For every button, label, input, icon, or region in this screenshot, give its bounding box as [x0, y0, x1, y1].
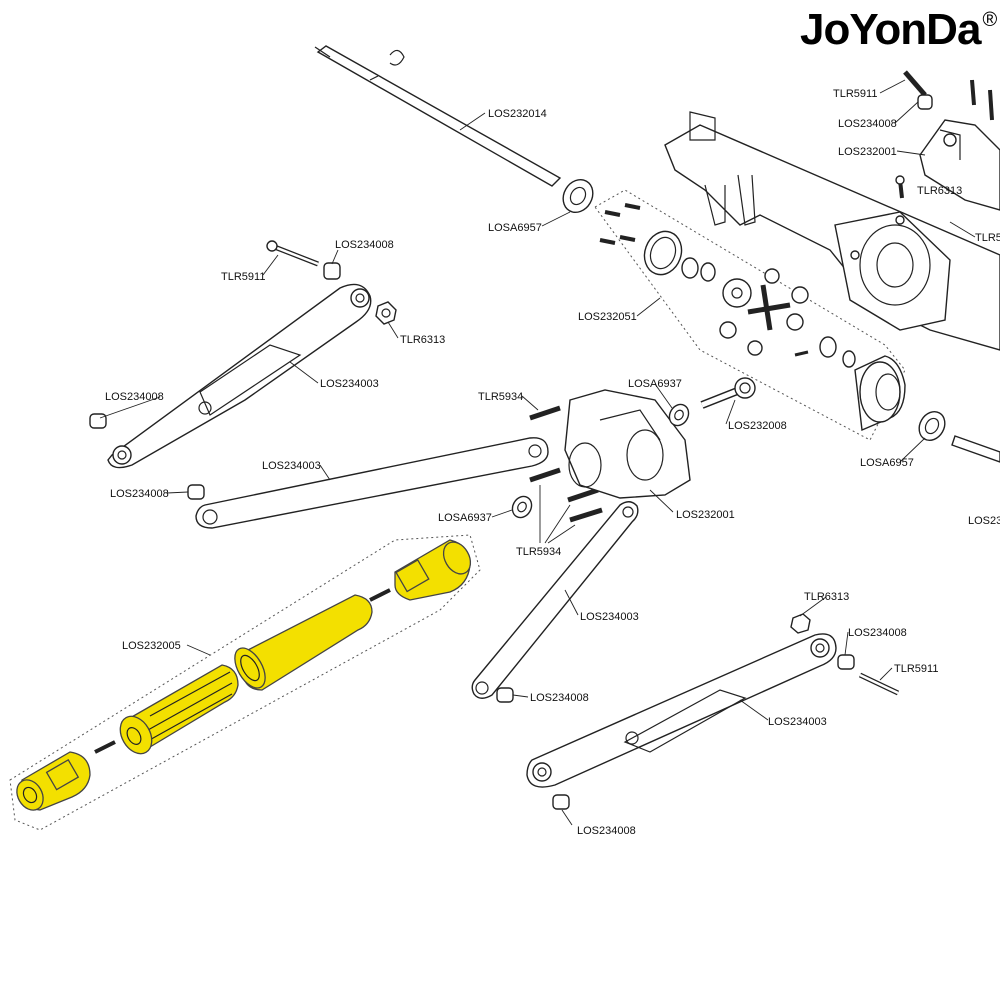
axle-shaft-top [314, 45, 562, 187]
screw-lower-right [858, 672, 900, 696]
pinion [700, 377, 756, 409]
label-screw-top-left: TLR5911 [221, 271, 265, 283]
bearing-right [918, 410, 946, 442]
label-screw-upper-right: TLR5911 [833, 88, 877, 100]
brand-name: JoYonDa [800, 5, 981, 54]
bushing-lower-right [837, 654, 855, 670]
bushing-bottom [552, 794, 570, 810]
label-nut-lower-right: TLR6313 [804, 591, 849, 603]
bushing-upper-right [917, 94, 933, 110]
label-cut-right-mid: LOS23 [968, 515, 1000, 527]
screw-top-left [266, 240, 319, 267]
screw-upper-right [903, 70, 927, 97]
housing-upper-right [919, 119, 1000, 211]
label-nut-top-left: TLR6313 [400, 334, 445, 346]
nut-top-left [375, 301, 397, 325]
label-gear-cover: LOS232001 [676, 509, 735, 521]
bearing-center-low [511, 495, 533, 519]
label-bearing-top: LOSA6957 [488, 222, 542, 234]
bushing-top-left [323, 262, 341, 280]
label-upper-link-right: LOS234003 [580, 611, 639, 623]
label-bushing-upper-right: LOS234008 [838, 118, 897, 130]
bushing-mid-left [187, 484, 205, 500]
gear-cover [564, 389, 691, 499]
label-bearing-center-top: LOSA6937 [628, 378, 682, 390]
label-bearing-right: LOSA6957 [860, 457, 914, 469]
upper-link-right [471, 501, 639, 699]
label-bearing-center-low: LOSA6937 [438, 512, 492, 524]
leader-lines [99, 79, 976, 826]
diff-internals [599, 203, 906, 432]
label-driveshaft: LOS232005 [122, 640, 181, 652]
upper-link-left [195, 437, 549, 529]
label-cut-right-top: TLR5 [975, 232, 1000, 244]
label-bushing-link-end: LOS234008 [530, 692, 589, 704]
label-housing-upper-right: LOS232001 [838, 146, 897, 158]
brand-logo: JoYonDa® [800, 5, 997, 54]
axle-housing [664, 111, 1000, 351]
screws-center [529, 405, 603, 523]
label-diff-group: LOS232051 [578, 311, 637, 323]
driveshaft-group-outline [9, 534, 481, 831]
label-bushing-bottom: LOS234008 [577, 825, 636, 837]
label-screw-lower-right: TLR5911 [894, 663, 938, 675]
bushing-left [89, 413, 107, 429]
nut-upper-right [895, 175, 905, 199]
label-lower-link-bottom: LOS234003 [768, 716, 827, 728]
registered-mark: ® [982, 9, 997, 31]
lower-link-bottom [526, 633, 837, 788]
label-bushing-top-left: LOS234008 [335, 239, 394, 251]
label-bushing-mid-left: LOS234008 [110, 488, 169, 500]
label-nut-upper-right: TLR6313 [917, 185, 962, 197]
label-screw-center-low: TLR5934 [516, 546, 561, 558]
label-lower-link-top: LOS234003 [320, 378, 379, 390]
label-pinion: LOS232008 [728, 420, 787, 432]
axle-shaft-right [951, 435, 1000, 463]
label-bushing-left: LOS234008 [105, 391, 164, 403]
label-screw-center-top: TLR5934 [478, 391, 523, 403]
label-upper-link-left: LOS234003 [262, 460, 321, 472]
bushing-link-end [496, 687, 514, 703]
nut-lower-right [790, 613, 811, 634]
driveshaft [16, 539, 472, 811]
label-axle-shaft-top: LOS232014 [488, 108, 547, 120]
part-labels: LOS232014 LOSA6957 TLR5911 LOS234008 TLR… [105, 88, 1000, 837]
bearing-center-top [668, 403, 690, 427]
label-bushing-lower-right: LOS234008 [848, 627, 907, 639]
bearing-top [562, 178, 594, 214]
screws-top-right [970, 79, 994, 121]
lower-link-top [107, 283, 372, 469]
